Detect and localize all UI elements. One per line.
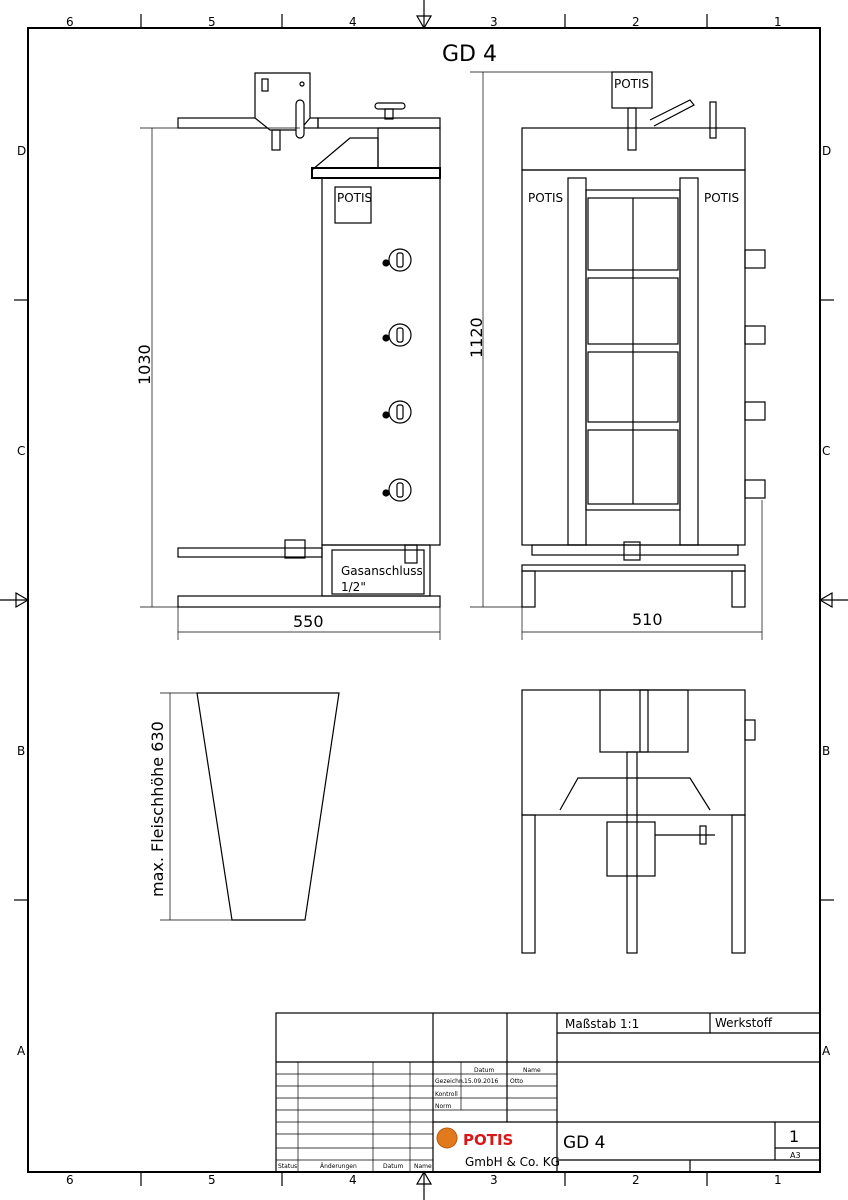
front-brand-right: POTIS [704,191,739,205]
svg-text:POTIS: POTIS [463,1131,513,1149]
front-view: POTIS POTIS POTIS [467,71,766,640]
gas-knobs [382,248,412,502]
svg-text:4: 4 [349,1173,357,1187]
zone-column-labels: 6 5 4 3 2 1 6 5 4 3 2 1 [66,15,782,1187]
burner-panels [587,197,679,505]
svg-text:2: 2 [632,15,640,29]
material-label: Werkstoff [715,1016,773,1030]
svg-text:2: 2 [632,1173,640,1187]
side-height-dimension: 1030 [135,344,154,385]
meat-profile: max. Fleischhöhe 630 [148,692,340,921]
row-drawn: Gezeichn. [435,1078,465,1085]
svg-text:D: D [17,144,26,158]
row-checked: Kontroll [435,1091,458,1098]
svg-text:C: C [822,444,830,458]
svg-text:4: 4 [349,15,357,29]
title-block-drawing-title: GD 4 [563,1133,605,1153]
svg-text:A: A [822,1044,831,1058]
col-date: Datum [474,1067,494,1074]
front-brand-left: POTIS [528,191,563,205]
drawn-date: 15.09.2016 [464,1078,499,1085]
gas-connection-size: 1/2" [341,580,366,594]
row-norm: Norm [435,1103,452,1110]
company-name: GmbH & Co. KG [465,1155,560,1169]
title-block: Maßstab 1:1 Werkstoff Datum Name Gezeich… [275,1012,821,1173]
rev-status: Status [278,1163,297,1170]
sheet-number: 1 [789,1127,799,1146]
scale-label: Maßstab 1:1 [565,1017,639,1031]
svg-text:3: 3 [490,15,498,29]
rev-changes: Änderungen [320,1163,357,1170]
svg-text:6: 6 [66,15,74,29]
svg-text:A: A [17,1044,26,1058]
svg-text:6: 6 [66,1173,74,1187]
svg-text:5: 5 [208,15,216,29]
svg-text:B: B [822,744,830,758]
svg-text:D: D [822,144,831,158]
col-name: Name [523,1067,541,1074]
svg-text:3: 3 [490,1173,498,1187]
svg-text:1: 1 [774,15,782,29]
svg-text:5: 5 [208,1173,216,1187]
zone-row-labels: D C B A D C B A [17,144,831,1058]
front-width-dimension: 510 [632,610,663,629]
sheet-format: A3 [790,1151,801,1160]
rev-name: Name [414,1163,432,1170]
drawing-frame [27,27,821,1173]
drawing-title: GD 4 [442,42,497,67]
side-view: POTIS Gasanschluss 1/2" 1030 550 [135,72,441,640]
svg-text:B: B [17,744,25,758]
max-meat-height-label: max. Fleischhöhe 630 [148,721,167,897]
svg-text:C: C [17,444,25,458]
svg-text:1: 1 [774,1173,782,1187]
gas-connection-label: Gasanschluss [341,564,423,578]
drawn-name: Otto [510,1078,523,1085]
company-logo: POTIS [436,1127,513,1149]
side-brand-plate: POTIS [337,191,372,205]
side-width-dimension: 550 [293,612,324,631]
plan-view [521,689,756,954]
front-height-dimension: 1120 [467,317,486,358]
rev-date: Datum [383,1163,403,1170]
front-brand-top: POTIS [614,77,649,91]
